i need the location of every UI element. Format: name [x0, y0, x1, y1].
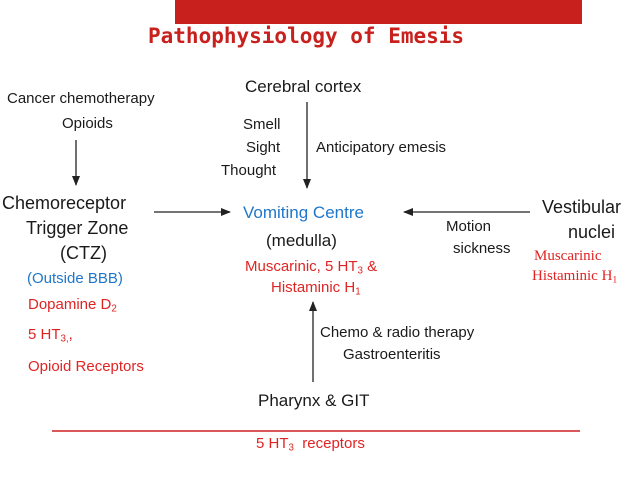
- ctz-title-line3: (CTZ): [60, 243, 107, 263]
- label-motion: Motion: [446, 218, 492, 235]
- page-title: Pathophysiology of Emesis: [148, 24, 465, 48]
- label-opioids: Opioids: [62, 115, 113, 132]
- ctz-title-line2: Trigger Zone: [26, 218, 129, 238]
- label-outside-bbb: (Outside BBB): [27, 270, 123, 287]
- label-medulla: (medulla): [266, 231, 337, 250]
- vest-muscarinic: Muscarinic: [534, 248, 602, 264]
- label-thought: Thought: [221, 162, 277, 179]
- title-bar: [175, 0, 582, 24]
- vomiting-centre-title: Vomiting Centre: [243, 203, 364, 222]
- label-opioid-receptors: Opioid Receptors: [28, 358, 144, 375]
- vestibular-title-line1: Vestibular: [542, 197, 622, 217]
- label-git-5ht3-receptors: 5 HT3 receptors: [256, 435, 365, 454]
- vc-receptors-line2: Histaminic H1: [271, 279, 361, 298]
- ctz-title-line1: Chemoreceptor: [2, 193, 127, 213]
- vc-receptors-line1: Muscarinic, 5 HT3 &: [245, 258, 378, 277]
- label-cancer-chemotherapy: Cancer chemotherapy: [7, 90, 155, 107]
- label-chemo-radio-therapy: Chemo & radio therapy: [320, 324, 475, 341]
- label-pharynx-git: Pharynx & GIT: [258, 391, 370, 410]
- label-anticipatory-emesis: Anticipatory emesis: [316, 139, 447, 156]
- label-sickness: sickness: [453, 240, 511, 257]
- label-smell: Smell: [243, 116, 281, 133]
- label-5ht3-ctz: 5 HT3,,: [28, 326, 73, 345]
- label-sight: Sight: [246, 139, 281, 156]
- label-dopamine-d2: Dopamine D2: [28, 296, 117, 315]
- vest-histaminic-h1: Histaminic H1: [532, 268, 618, 286]
- label-cerebral-cortex: Cerebral cortex: [245, 77, 362, 96]
- label-gastroenteritis: Gastroenteritis: [343, 346, 441, 363]
- vestibular-title-line2: nuclei: [568, 222, 616, 242]
